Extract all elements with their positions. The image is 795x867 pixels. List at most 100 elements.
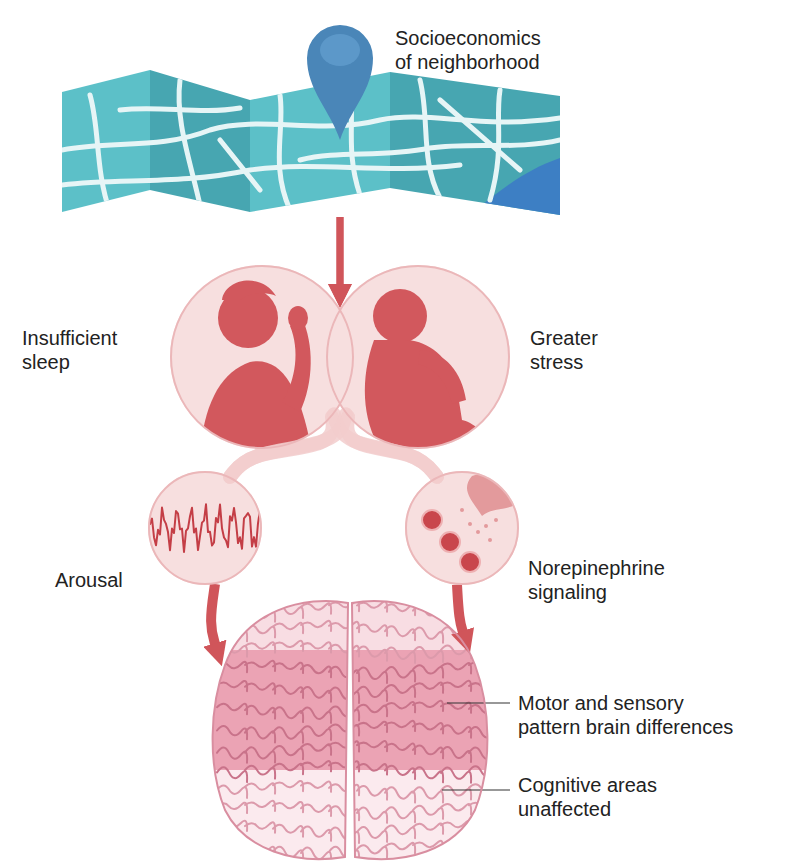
illustration-part <box>385 702 415 712</box>
illustration-part <box>217 767 247 782</box>
illustration-part <box>205 595 499 865</box>
illustration-part <box>301 707 331 722</box>
illustration-part <box>357 687 387 701</box>
illustration-part <box>413 627 443 642</box>
node-label: Motor and sensory pattern brain differen… <box>518 691 743 739</box>
illustration-part <box>282 318 311 412</box>
leader-lines <box>442 703 510 790</box>
illustration-part <box>357 625 387 636</box>
illustration-part <box>273 781 303 791</box>
node-label: Insufficient sleep <box>22 326 134 374</box>
illustration-part <box>146 504 264 552</box>
illustration-part <box>413 682 443 692</box>
illustration-part <box>420 80 440 198</box>
illustration-part <box>245 661 275 671</box>
illustration-part <box>385 766 415 779</box>
illustration-part <box>146 504 264 552</box>
brain-outline <box>213 601 488 859</box>
illustration-part <box>469 801 499 811</box>
illustration-part <box>365 340 482 448</box>
illustration-part <box>357 807 387 822</box>
illustration-part <box>300 140 560 160</box>
illustration-part <box>301 847 331 862</box>
illustration-part <box>301 687 331 702</box>
illustration-part <box>413 823 443 833</box>
node-label: Greater stress <box>530 326 630 374</box>
illustration-part <box>245 801 275 811</box>
illustration-part <box>301 665 331 677</box>
illustration-part <box>469 821 499 831</box>
illustration-part <box>385 626 415 640</box>
illustration-part <box>442 789 510 790</box>
illustration-part <box>469 705 499 717</box>
illustration-part <box>329 724 359 735</box>
illustration-part <box>413 647 443 662</box>
illustration-part <box>301 782 331 792</box>
illustration-part <box>385 647 415 662</box>
illustration-part <box>460 508 498 542</box>
illustration-part <box>273 847 303 862</box>
illustration-part <box>148 471 262 585</box>
illustration-part <box>217 747 247 762</box>
circle-outline <box>149 472 261 584</box>
illustration-part <box>245 822 275 832</box>
illustration-part <box>273 802 303 812</box>
illustration-part <box>385 787 415 802</box>
illustration-part <box>441 747 471 762</box>
node-outline <box>148 471 262 585</box>
illustration-part <box>385 825 415 838</box>
illustration-part <box>245 706 275 719</box>
cause-circle: Greater stress <box>326 265 510 449</box>
illustration-part <box>301 642 331 652</box>
flow-band <box>230 414 346 477</box>
illustration-part <box>273 707 303 722</box>
illustration-part <box>385 807 415 822</box>
illustration-part <box>301 827 331 841</box>
illustration-part <box>469 607 499 622</box>
illustration-part <box>205 770 495 865</box>
illustration-part <box>441 725 471 737</box>
node-outline <box>205 595 495 865</box>
illustration-part <box>357 601 387 611</box>
illustration-part <box>205 650 495 770</box>
illustration-part <box>357 722 387 732</box>
illustration-part <box>441 703 471 713</box>
illustration-part <box>385 843 415 853</box>
illustration-part <box>279 95 290 210</box>
illustration-part <box>357 764 387 775</box>
illustration-part <box>120 108 240 111</box>
illustration-part <box>422 474 522 572</box>
node-label: Socioeconomics of neighborhood <box>395 26 553 74</box>
illustration-part <box>413 723 443 733</box>
node-label: Norepinephrine signaling <box>528 556 678 604</box>
illustration-part <box>329 667 359 681</box>
illustration-part <box>222 281 276 300</box>
circle-outline <box>327 266 509 448</box>
illustration-part <box>469 727 499 742</box>
illustration-part <box>413 665 443 677</box>
illustration-part <box>385 685 415 697</box>
illustration-part <box>205 595 495 865</box>
illustration-part <box>476 530 480 534</box>
illustration-part <box>460 508 464 512</box>
illustration-part <box>329 687 359 702</box>
illustration-part <box>245 642 275 652</box>
illustration-part <box>484 524 488 528</box>
illustration-part <box>357 845 387 857</box>
node-outline <box>405 471 519 585</box>
illustration-part <box>441 767 471 782</box>
illustration-part <box>220 140 260 190</box>
illustration-part <box>62 80 560 215</box>
illustration-part <box>357 786 387 800</box>
illustration-part <box>200 281 312 452</box>
illustration-part <box>245 683 275 693</box>
illustration-part <box>357 827 387 842</box>
map-node: Socioeconomics of neighborhood <box>60 55 562 217</box>
illustration-part <box>245 727 275 742</box>
flow-arrow <box>337 217 344 286</box>
illustration-part <box>488 538 492 542</box>
mechanism-circle: Arousal <box>148 471 262 585</box>
illustration-part <box>441 681 471 691</box>
illustration-part <box>62 70 150 212</box>
illustration-part <box>357 647 387 661</box>
